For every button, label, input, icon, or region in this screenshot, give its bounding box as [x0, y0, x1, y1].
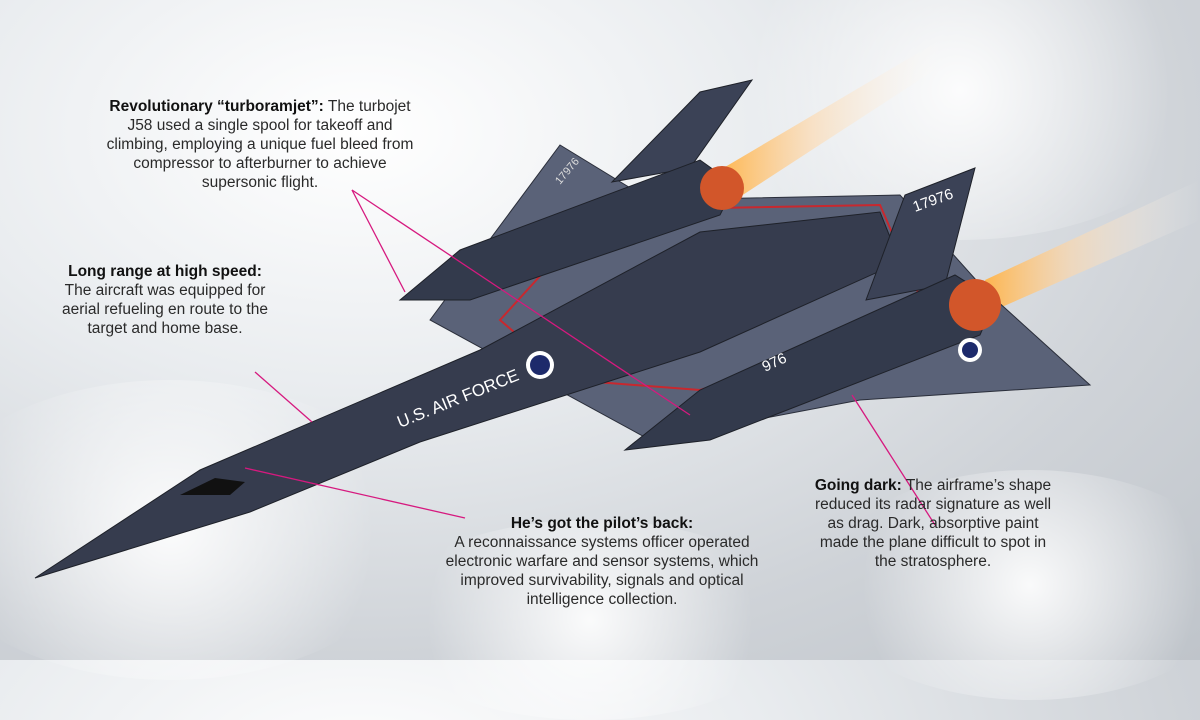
callout-pilot-back: He’s got the pilot’s back: A reconnaissan… — [432, 514, 772, 609]
fin-right — [865, 167, 976, 301]
callout-turboramjet: Revolutionary “turboramjet”: The turboje… — [95, 97, 425, 192]
roundel-wing — [958, 338, 982, 362]
exhaust-flame-right — [985, 180, 1200, 310]
leader-range — [254, 371, 313, 423]
callout-body: A reconnaissance systems officer operate… — [445, 534, 759, 608]
callout-heading: Going dark: — [814, 477, 902, 494]
leader-lines — [244, 189, 936, 526]
exhaust-flame-left — [720, 40, 950, 200]
roundel-fuselage — [526, 351, 554, 379]
callout-heading: He’s got the pilot’s back: — [510, 515, 694, 532]
cockpit — [180, 478, 245, 495]
leader-engine-right — [351, 189, 691, 416]
sr71-illustration: U.S. AIR FORCE 17976 17976 976 — [34, 40, 1200, 579]
leader-crew — [244, 467, 466, 519]
callout-heading: Revolutionary “turboramjet”: — [109, 98, 324, 115]
leader-engine-left — [351, 189, 406, 293]
engine-nozzle-right — [949, 279, 1001, 331]
callout-heading: Long range at high speed: — [68, 263, 262, 280]
fin-left — [610, 79, 754, 183]
callout-body: The aircraft was equipped for aerial ref… — [62, 282, 268, 337]
callout-going-dark: Going dark: The airframe’s shape reduced… — [808, 476, 1058, 571]
callout-body: The turbojet J58 used a single spool for… — [106, 98, 414, 191]
callout-long-range: Long range at high speed: The aircraft wa… — [55, 262, 275, 338]
engine-nozzle-left — [700, 166, 744, 210]
leader-stealth — [851, 394, 936, 526]
callout-body: The airframe’s shape reduced its radar s… — [814, 477, 1052, 570]
